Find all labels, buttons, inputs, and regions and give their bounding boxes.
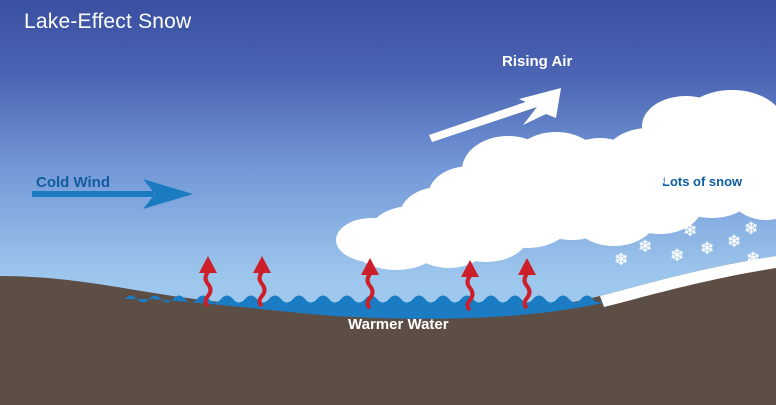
- cumulus-cloud: [336, 90, 776, 270]
- evaporation-arrow: [253, 256, 271, 308]
- lake-water: [125, 295, 620, 319]
- evaporation-arrow: [199, 256, 217, 308]
- snow-cap: [600, 256, 776, 307]
- evaporation-arrows: [199, 256, 536, 312]
- evaporation-arrow: [461, 260, 479, 312]
- evaporation-arrow: [518, 258, 536, 310]
- rising-air-arrow: [429, 88, 561, 142]
- cold-wind-arrow: [32, 179, 193, 209]
- land-terrain: [0, 256, 776, 405]
- evaporation-arrow: [361, 258, 379, 310]
